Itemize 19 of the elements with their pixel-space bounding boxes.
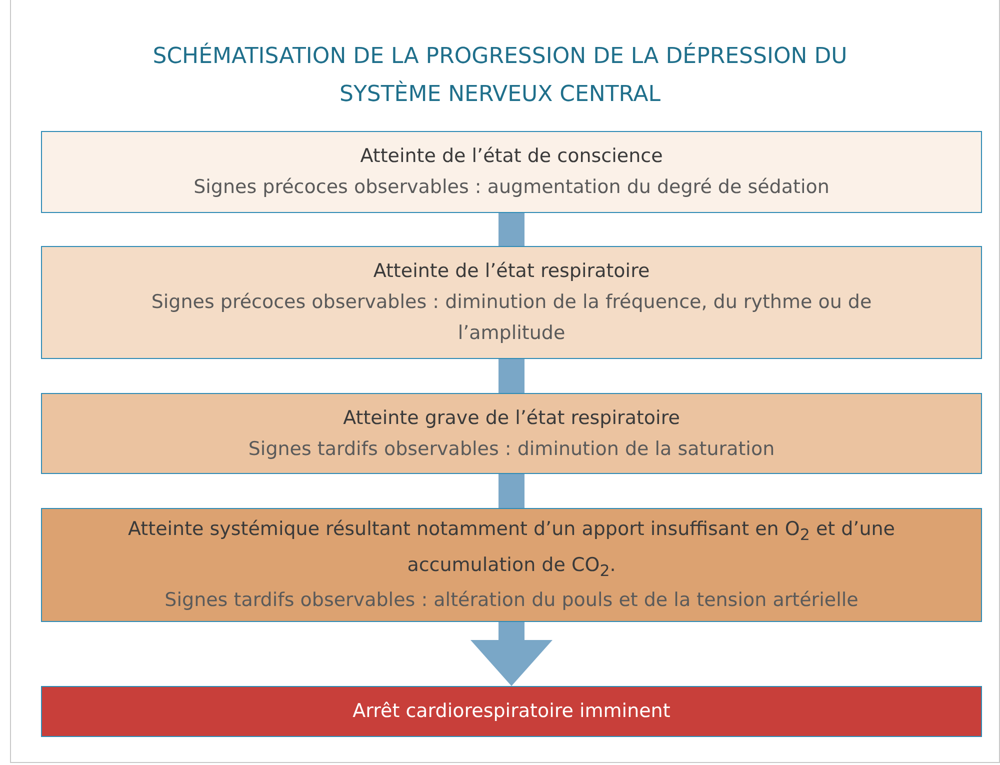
connector-bar [498, 359, 524, 393]
box-heading: Atteinte grave de l’état respiratoire [343, 406, 680, 430]
box-body-text: Signes tardifs observables : altération du pouls et de la tension artérielle [164, 588, 858, 614]
connector-bar [498, 213, 524, 246]
box-body-text: Signes précoces observables : diminution de la fréquence, du rythme ou de l’amplitude [150, 290, 873, 346]
process-box [41, 508, 982, 622]
box-heading: Atteinte de l’état respiratoire [373, 259, 650, 284]
process-box [41, 131, 982, 213]
box-heading: Atteinte systémique résultant notamment d’un apport insuffisant en O$_{2}$ et d’une accumulation de CO$_{2}$. [127, 516, 896, 582]
box-heading: Atteinte de l’état de conscience [360, 144, 663, 169]
box-heading: Arrêt cardiorespiratoire imminent [352, 699, 670, 724]
diagram-title: SCHÉMATISATION DE LA PROGRESSION DE LA DÉPRESSION DU SYSTÈME NERVEUX CENTRAL [152, 42, 848, 109]
box-body-text: Signes tardifs observables : diminution de la saturation [248, 436, 775, 462]
box-body-text: Signes précoces observables : augmentation du degré de sédation [194, 175, 830, 200]
block-arrow [470, 622, 552, 686]
connector-bar [498, 474, 524, 508]
process-box [41, 686, 982, 737]
process-box [41, 246, 982, 359]
process-box [41, 393, 982, 474]
